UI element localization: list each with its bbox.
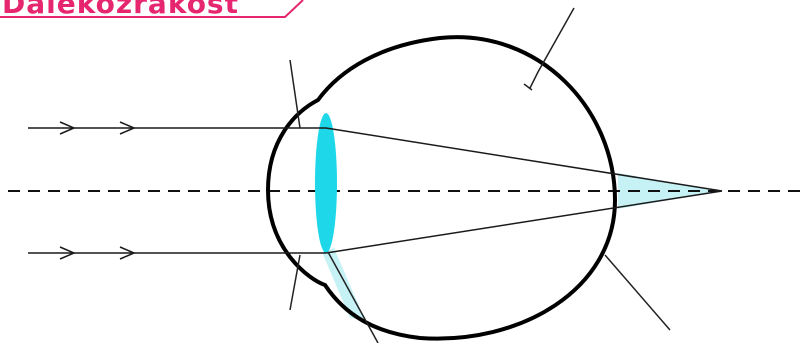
title-banner: Dalekozrakost [0, 0, 303, 20]
retina-pointer [605, 255, 670, 330]
sclera-pointer [530, 8, 574, 88]
lens-lower-shade [322, 248, 365, 320]
lower-refracted-ray [326, 191, 722, 253]
lens [315, 113, 337, 253]
upper-refracted-ray [326, 128, 722, 191]
